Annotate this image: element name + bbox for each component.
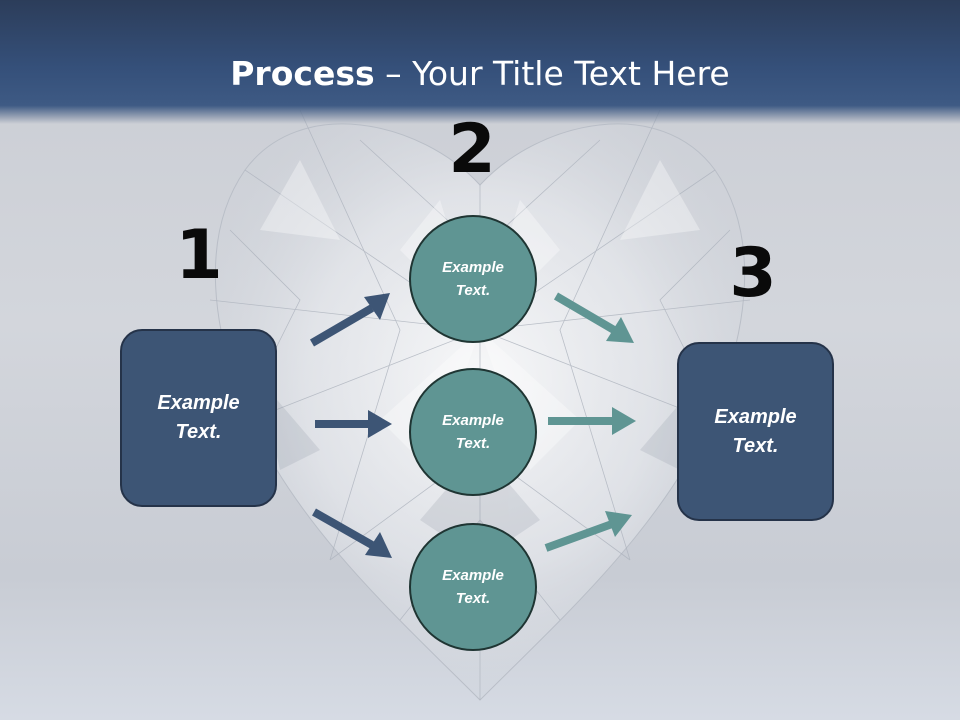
- input-box-text: Example Text.: [157, 392, 240, 443]
- output-box-text: Example Text.: [714, 405, 797, 457]
- title-rest: – Your Title Text Here: [374, 54, 730, 93]
- step-number-2: 2: [448, 110, 496, 189]
- arrow-middle-to-output: [548, 407, 636, 435]
- arrow-to-bottom-circle: [312, 508, 392, 558]
- title-bold: Process: [230, 54, 375, 93]
- circle-bottom-text: Example Text.: [442, 567, 504, 607]
- circle-middle-text: Example Text.: [442, 412, 504, 452]
- output-box: Example Text.: [677, 342, 834, 521]
- title-bar: Process – Your Title Text Here: [0, 0, 960, 124]
- circle-top: Example Text.: [409, 215, 537, 343]
- input-box: Example Text.: [120, 329, 277, 507]
- step-number-1: 1: [175, 216, 223, 295]
- arrow-top-to-output: [553, 292, 634, 343]
- arrow-bottom-to-output: [544, 511, 632, 552]
- step-number-3: 3: [729, 234, 777, 313]
- circle-bottom: Example Text.: [409, 523, 537, 651]
- arrow-to-middle-circle: [315, 410, 392, 438]
- circle-middle: Example Text.: [409, 368, 537, 496]
- slide-title: Process – Your Title Text Here: [0, 52, 960, 96]
- circle-top-text: Example Text.: [442, 259, 504, 299]
- arrow-to-top-circle: [309, 293, 390, 347]
